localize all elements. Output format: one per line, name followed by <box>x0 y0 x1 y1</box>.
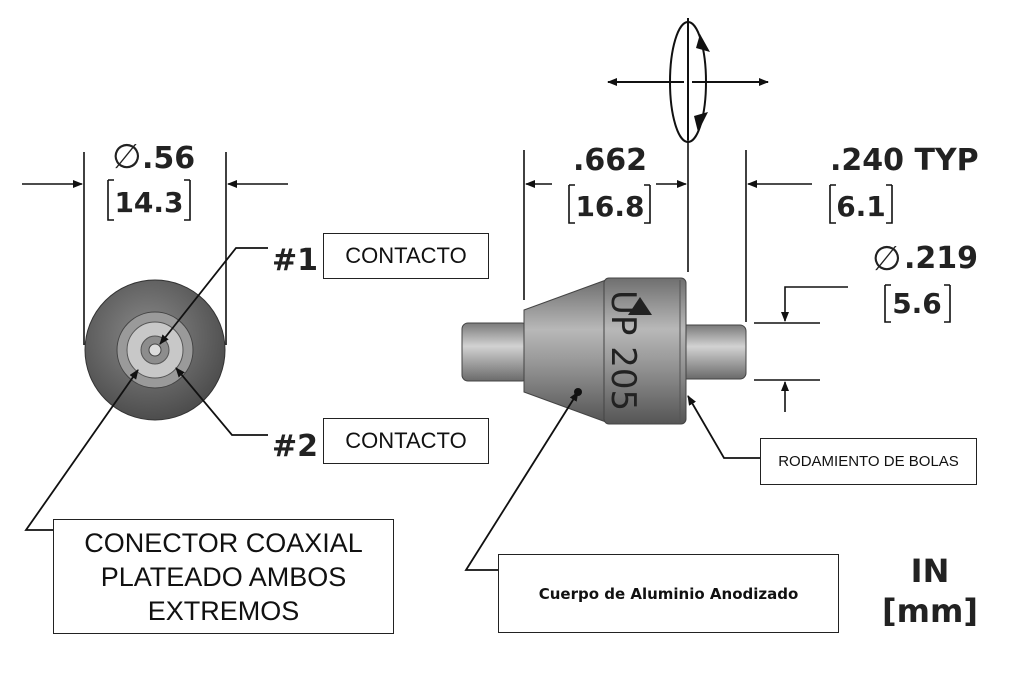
diameter-dimension <box>22 152 288 345</box>
shaft-diameter-symbol: ∅ <box>872 239 902 279</box>
shaft-diameter-in-label: .219 <box>904 241 978 276</box>
shaft-length-dimension <box>745 150 893 322</box>
length-in-label: .662 <box>573 143 647 178</box>
diameter-mm-label: 14.3 <box>114 186 183 219</box>
side-view <box>461 277 747 425</box>
shaft-diameter-dimension <box>754 284 951 412</box>
contact2-label: CONTACTO <box>323 418 489 464</box>
coax-line-3: EXTREMOS <box>147 595 300 626</box>
units-in: IN <box>910 552 950 590</box>
shaft-diameter-mm-label: 5.6 <box>892 287 942 320</box>
left-shaft <box>461 322 529 382</box>
shaft-length-mm-label: 6.1 <box>836 190 886 223</box>
center-pin <box>148 343 162 357</box>
length-mm-label: 16.8 <box>575 190 644 223</box>
shaft-length-in-label: .240 TYP <box>830 143 979 178</box>
side-view-leaders <box>464 391 760 571</box>
contact1-label: CONTACTO <box>323 233 489 279</box>
right-shaft <box>679 324 747 380</box>
contact1-marker: #1 <box>272 243 318 278</box>
diameter-in-label: .56 <box>142 141 195 176</box>
body-label: Cuerpo de Aluminio Anodizado <box>498 554 839 633</box>
diameter-symbol: ∅ <box>112 137 142 177</box>
cylinder-body <box>603 277 687 425</box>
length-dimension <box>523 138 689 300</box>
contact2-marker: #2 <box>272 429 318 464</box>
coax-line-1: CONECTOR COAXIAL <box>84 527 363 558</box>
up-arrow-mark <box>628 297 652 315</box>
tapered-body <box>523 279 607 423</box>
bearing-label: RODAMIENTO DE BOLAS <box>760 438 977 485</box>
body-leader-dot <box>574 388 582 396</box>
units-mm: [mm] <box>882 592 978 630</box>
coax-connector-label: CONECTOR COAXIAL PLATEADO AMBOS EXTREMOS <box>53 519 394 634</box>
end-view <box>84 279 226 421</box>
contact-leaders <box>24 247 268 531</box>
coax-line-2: PLATEADO AMBOS <box>100 561 347 592</box>
rotation-symbol <box>607 18 769 143</box>
